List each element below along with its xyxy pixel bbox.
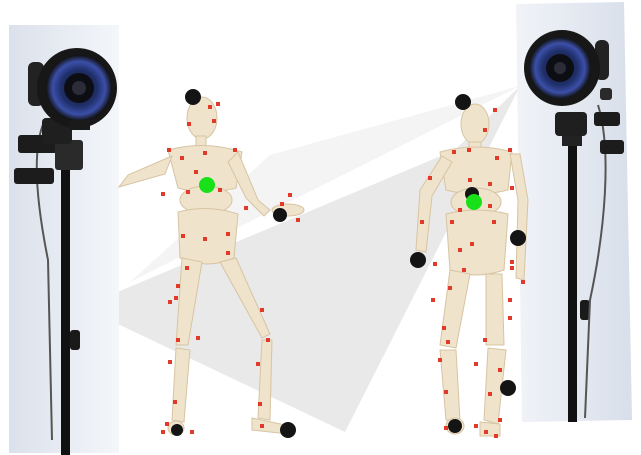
tracking-marker (258, 402, 262, 406)
tracking-marker (498, 418, 502, 422)
tracking-marker (498, 368, 502, 372)
joint-marker (510, 230, 526, 246)
tracking-marker (212, 119, 216, 123)
joint-marker (171, 424, 183, 436)
tracking-marker (508, 148, 512, 152)
tracking-marker (256, 362, 260, 366)
joint-marker (280, 422, 296, 438)
tracking-marker (161, 430, 165, 434)
tracking-marker (187, 122, 191, 126)
joint-marker (448, 419, 462, 433)
tracking-marker (450, 220, 454, 224)
tracking-marker (196, 336, 200, 340)
tracking-marker (176, 284, 180, 288)
tracking-marker (470, 242, 474, 246)
tracking-marker (448, 286, 452, 290)
tracking-marker (444, 390, 448, 394)
tracking-marker (494, 434, 498, 438)
tracking-marker (438, 358, 442, 362)
tracking-marker (173, 400, 177, 404)
tracking-marker (203, 237, 207, 241)
joint-marker (410, 252, 426, 268)
tracking-marker (181, 234, 185, 238)
tracking-marker (458, 248, 462, 252)
tracking-marker (433, 262, 437, 266)
tracking-marker (296, 218, 300, 222)
joint-marker (455, 94, 471, 110)
tracking-marker (288, 193, 292, 197)
tracking-marker (176, 338, 180, 342)
tracking-marker (474, 424, 478, 428)
tracking-marker (428, 176, 432, 180)
tracking-marker (510, 266, 514, 270)
tracking-marker (468, 178, 472, 182)
tracking-marker (495, 156, 499, 160)
tracking-marker (260, 308, 264, 312)
tracking-marker (168, 360, 172, 364)
tracking-marker (260, 424, 264, 428)
tracking-marker (185, 266, 189, 270)
joint-marker (500, 380, 516, 396)
tracking-marker (467, 148, 471, 152)
centroid-marker (466, 194, 482, 210)
tracking-marker (190, 430, 194, 434)
tracking-marker (280, 202, 284, 206)
tracking-marker (431, 298, 435, 302)
tracking-marker (452, 150, 456, 154)
tracking-marker (208, 105, 212, 109)
tracking-marker (493, 108, 497, 112)
tracking-marker (483, 338, 487, 342)
tracking-marker (458, 208, 462, 212)
tracking-marker (233, 148, 237, 152)
tracking-marker (161, 192, 165, 196)
joint-marker (185, 89, 201, 105)
tracking-marker (168, 300, 172, 304)
tracking-marker (521, 280, 525, 284)
tracking-marker (186, 190, 190, 194)
tracking-marker (180, 156, 184, 160)
tracking-marker (218, 188, 222, 192)
tracking-marker (194, 170, 198, 174)
tracking-marker (488, 204, 492, 208)
joint-marker (273, 208, 287, 222)
left-camera-photo (9, 25, 119, 455)
tracking-marker (510, 186, 514, 190)
tracking-marker (508, 298, 512, 302)
tracking-marker (420, 220, 424, 224)
tracking-marker (446, 340, 450, 344)
tracking-marker (226, 232, 230, 236)
right-camera-photo (516, 2, 632, 422)
tracking-marker (444, 426, 448, 430)
tracking-marker (474, 362, 478, 366)
tracking-marker (266, 338, 270, 342)
tracking-marker (165, 422, 169, 426)
tracking-marker (216, 102, 220, 106)
tracking-marker (442, 326, 446, 330)
tracking-marker (510, 260, 514, 264)
tracking-marker (483, 128, 487, 132)
tracking-marker (167, 148, 171, 152)
tracking-marker (488, 392, 492, 396)
tracking-marker (488, 182, 492, 186)
tracking-marker (174, 296, 178, 300)
tracking-marker (203, 151, 207, 155)
tracking-marker (492, 220, 496, 224)
centroid-marker (199, 177, 215, 193)
tracking-marker (226, 251, 230, 255)
tracking-marker (244, 206, 248, 210)
tracking-marker (508, 316, 512, 320)
tracking-marker (462, 268, 466, 272)
tracking-marker (484, 430, 488, 434)
